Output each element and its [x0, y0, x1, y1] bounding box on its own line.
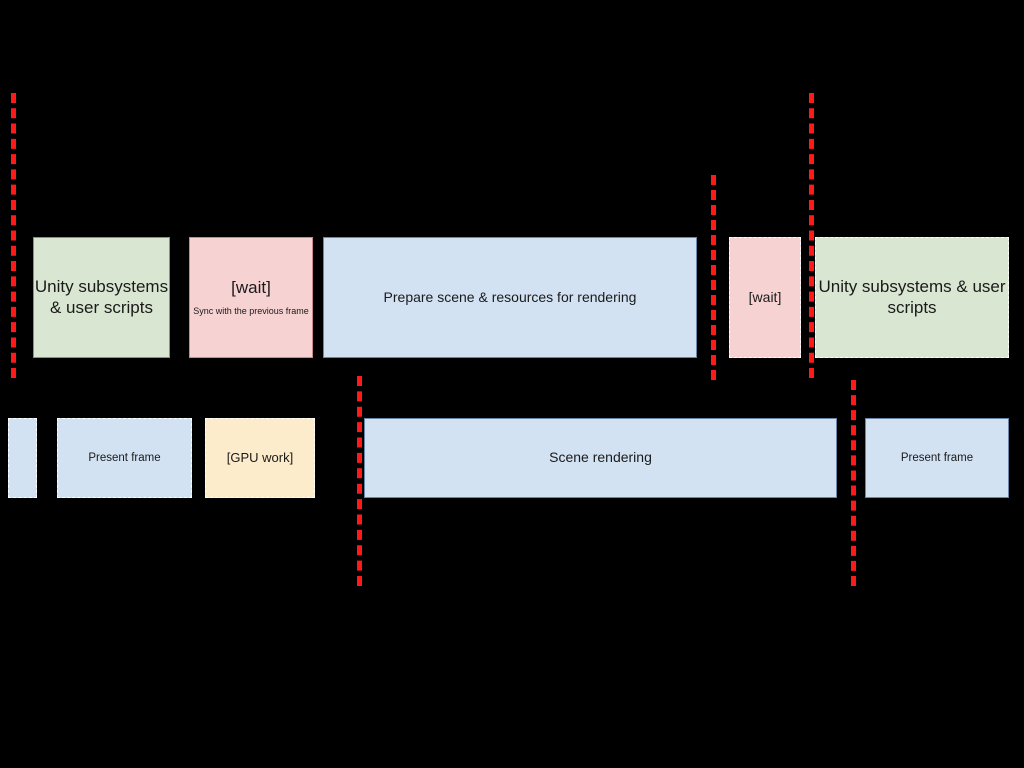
block-title: Unity subsystems & user scripts [818, 276, 1006, 317]
block-title: Present frame [88, 451, 161, 464]
block-title: Prepare scene & resources for rendering [383, 288, 637, 305]
block-title: [GPU work] [226, 450, 294, 466]
frame-boundary-marker-4 [357, 376, 362, 586]
gpu-block-scene-rendering[interactable]: Scene rendering [364, 418, 837, 498]
block-subtitle: Sync with the previous frame [193, 305, 309, 316]
cpu-block-wait-right[interactable]: [wait] [729, 237, 801, 358]
frame-boundary-marker-1 [11, 93, 16, 378]
gpu-block-gpu-work[interactable]: [GPU work] [205, 418, 315, 498]
block-title: Scene rendering [549, 449, 652, 466]
block-title: Present frame [900, 451, 974, 464]
cpu-block-unity-subsystems-left[interactable]: Unity subsystems & user scripts [33, 237, 170, 358]
cpu-block-prepare-scene[interactable]: Prepare scene & resources for rendering [323, 237, 697, 358]
frame-boundary-marker-2 [711, 175, 716, 380]
frame-boundary-marker-3 [809, 93, 814, 378]
frame-boundary-marker-5 [851, 380, 856, 586]
gpu-block-present-frame-left[interactable]: Present frame [57, 418, 192, 498]
gpu-block-partial-left[interactable] [8, 418, 37, 498]
gpu-block-present-frame-right[interactable]: Present frame [865, 418, 1009, 498]
block-title: Unity subsystems & user scripts [34, 276, 169, 317]
block-title: [wait] [231, 278, 271, 297]
block-title: [wait] [748, 288, 782, 305]
cpu-block-wait-sync[interactable]: [wait] Sync with the previous frame [189, 237, 313, 358]
cpu-block-unity-subsystems-right[interactable]: Unity subsystems & user scripts [815, 237, 1009, 358]
